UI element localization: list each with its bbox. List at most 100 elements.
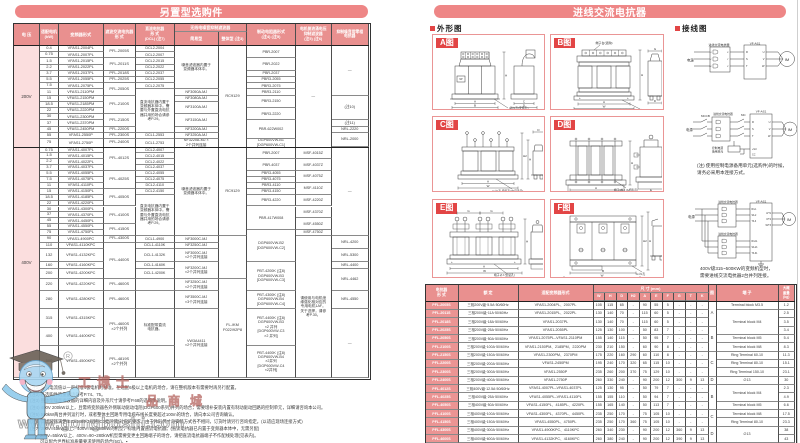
spec-table-cell: VFAS1-2055PL (518, 326, 594, 335)
spec-table-cell: 8 (662, 343, 674, 352)
right-title-bar: 进线交流电抗器 (434, 4, 786, 19)
options-table-header: 电 压 (14, 23, 40, 46)
options-table-cell: 噪音滤波器内置于 变频器本体中。 (174, 46, 219, 90)
options-table-cell: PFL-4300S (103, 236, 136, 243)
svg-text:端子∅J (安装孔): 端子∅J (安装孔) (494, 273, 515, 277)
spec-table-cell: 260 (593, 435, 605, 443)
spec-table-cell: 110 (651, 351, 663, 360)
options-table-cell: VFAS1-4015PL (59, 153, 104, 160)
spec-table-cell: 130 (605, 326, 617, 335)
spec-table-cell: 235 (593, 418, 605, 427)
spec-table-cell: - (674, 326, 686, 335)
options-table-cell: PBR3-2075 (247, 83, 296, 90)
options-table-cell: 30 (40, 114, 59, 121)
spec-table-cell: D (708, 426, 717, 443)
svg-text:U/T1: U/T1 (766, 213, 772, 215)
options-table-cell: VFAS1-2370PM (59, 120, 104, 127)
spec-table-cell: 75 (639, 418, 651, 427)
spec-table-cell: - (685, 410, 697, 419)
options-table-cell: VFAS1-2150PM (59, 95, 104, 102)
spec-table-cell: 360 (628, 418, 640, 427)
svg-text:S/L21: S/L21 (752, 247, 759, 249)
spec-table-cell: - (697, 359, 709, 369)
spec-table-cell: 320 (628, 359, 640, 369)
spec-table-cell: B (708, 326, 717, 352)
spec-table-cell: - (628, 401, 640, 411)
svg-text:D: D (653, 99, 656, 103)
options-table-cell: 直流电抗器内置于 变频器本体中。需 要与外置直流电抗 器并用的场合请参 考P.2… (136, 194, 175, 236)
spec-table-header: 额 定 (458, 285, 519, 302)
svg-text:A: A (594, 186, 596, 190)
options-table-cell: 22 (40, 200, 59, 207)
spec-table-cell: - (628, 318, 640, 327)
options-table-cell: DGP600VW-B2 [DGP600VW-C2] (247, 230, 296, 262)
options-table-cell: 160 (40, 262, 59, 269)
svg-text:进线交流电抗器: 进线交流电抗器 (718, 200, 738, 204)
spec-table-cell: 330 (605, 376, 617, 385)
red-square-icon (675, 25, 680, 31)
options-table-cell: PBT-4400K (注8) DGP600VW-B3 ×2 并列 [DGP600… (247, 309, 296, 346)
svg-text:H: H (505, 73, 507, 77)
header-underline (14, 45, 369, 47)
options-table-cell: PFL-4150S (103, 224, 136, 236)
spec-table-cell: - (697, 318, 709, 327)
options-table-cell: PBR-2022 (247, 58, 296, 71)
spec-table-cell: - (697, 326, 709, 335)
options-table-cell: PFL-2005S (103, 46, 136, 59)
spec-table-cell: 115 (639, 309, 651, 319)
scan-edge (797, 0, 798, 443)
spec-table-cell: - (685, 418, 697, 427)
spec-table-cell: 12 (662, 376, 674, 385)
options-table-cell: MSF-4110Z (296, 182, 332, 195)
spec-table-cell: 50 (639, 334, 651, 344)
spec-table-cell: - (628, 309, 640, 319)
spec-table-cell: VFAS1-4550PL、4750PL (518, 418, 594, 427)
options-table-cell: 45 (40, 218, 59, 225)
spec-table-cell: 三相400V级·100A·50/60Hz (458, 410, 519, 419)
spec-table-cell: - (697, 401, 709, 411)
spec-table-cell: B (708, 385, 717, 411)
spec-table-cell: PFL-2200S (425, 359, 459, 369)
spec-table-cell: 95 (616, 385, 628, 394)
spec-table-cell: 90 (639, 301, 651, 310)
spec-table-cell: - (674, 318, 686, 327)
spec-table-cell: 7 (662, 334, 674, 344)
options-table-cell: DCL2-2055 (136, 77, 175, 84)
svg-text:端子M12 (A相表示): 端子M12 (A相表示) (614, 188, 638, 192)
options-table-cell: 0.75 (40, 52, 59, 59)
spec-table-cell: 11.3 (778, 351, 795, 360)
spec-table-cell: VFAS1-4132KPC、4160KPC (518, 435, 594, 443)
spec-table-cell: - (628, 435, 640, 443)
options-table-cell: 0.4 (40, 46, 59, 53)
spec-table-cell: PFL-2050S (425, 334, 459, 344)
options-table-cell: DCL1-4200K (136, 269, 175, 279)
options-table-header: 制动电阻器形式 (注4) (注5) (247, 23, 296, 46)
options-table-cell: DCL2-4007 (136, 147, 175, 154)
spec-table-cell: D (708, 376, 717, 385)
options-table-cell: VFAS1-4550PL (59, 224, 104, 231)
svg-text:+: + (579, 96, 581, 100)
spec-table-cell: - (685, 301, 697, 310)
options-table-cell: 37 (40, 212, 59, 219)
spec-table-cell: - (674, 334, 686, 344)
spec-table-cell: 三相400V级·300A·50/60Hz (458, 426, 519, 436)
left-page-title: 另置型选购件 (159, 7, 223, 19)
options-table-cell: MSF-4037Z (296, 159, 332, 172)
svg-text:MCCB: MCCB (701, 114, 710, 118)
spec-table-cell: - (674, 401, 686, 411)
options-table-cell: MSF-4075Z (296, 171, 332, 183)
options-table-cell: 3.7 (40, 70, 59, 77)
svg-text:V: V (763, 57, 765, 61)
spec-table-cell: - (628, 410, 640, 419)
options-table-cell: PFL-2300S (103, 132, 136, 139)
spec-table-cell: 60 (651, 318, 663, 327)
svg-text:4-∅J孔(安装孔(左右对称)): 4-∅J孔(安装孔(左右对称)) (612, 108, 644, 109)
spec-table-cell: 三相400V级·150A·50/60Hz (458, 418, 519, 427)
svg-text:W: W (762, 64, 765, 68)
footnote-line: (注6) 此滤波器满足IEC61800-3规格(C3类环境)对应的要求。由于外形… (30, 418, 303, 424)
spec-table-cell: 75 (639, 410, 651, 419)
spec-table-cell: 三相200V级·400A·50/60Hz (458, 376, 519, 385)
spec-table-cell: 5 (662, 318, 674, 327)
